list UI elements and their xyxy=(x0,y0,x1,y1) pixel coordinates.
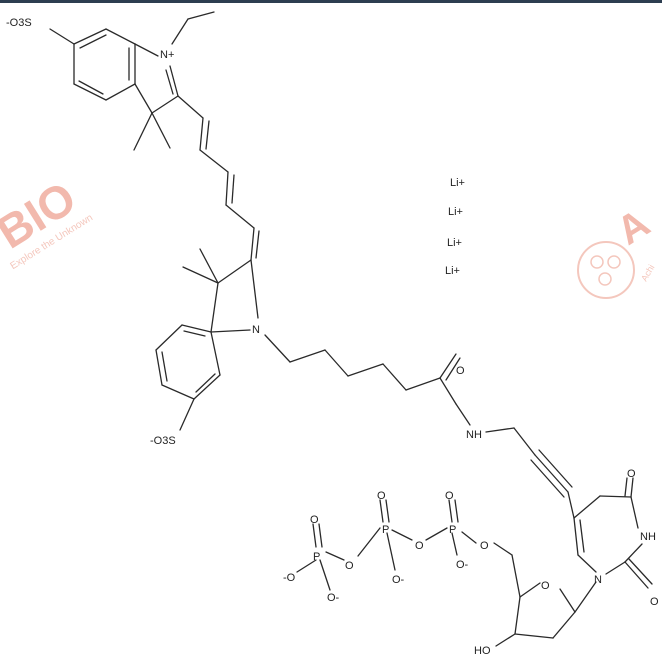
p1-o-left-label: -O xyxy=(283,572,296,584)
base-o-top-label: O xyxy=(627,468,636,480)
p1-o-bottom-label: O- xyxy=(327,592,340,604)
ester-o-label: O xyxy=(480,540,489,552)
sulfonate-lower-label: -O3S xyxy=(150,435,176,447)
p3-label: P xyxy=(449,524,456,536)
amide-nh-label: NH xyxy=(466,429,482,441)
uracil-base xyxy=(567,477,653,589)
n-lower-label: N xyxy=(252,324,260,336)
counter-ion-4: Li+ xyxy=(445,265,460,277)
watermark-logo-dot-icon xyxy=(590,255,604,269)
upper-indolium-bonds xyxy=(49,11,215,151)
top-border xyxy=(0,0,662,3)
triphosphate xyxy=(296,499,477,591)
bridge-o2-label: O xyxy=(415,540,424,552)
base-nh-label: NH xyxy=(640,531,656,543)
watermark-logo-dot-icon xyxy=(607,255,621,269)
carbonyl-o-label: O xyxy=(456,365,465,377)
atom-labels: -O3S N+ N -O3S O NH O NH O N O HO P P P … xyxy=(6,17,659,657)
p2-o-bottom-label: O- xyxy=(392,574,405,586)
base-o-right-label: O xyxy=(650,596,659,608)
watermark-right: A Achi xyxy=(577,201,657,299)
n-plus-label: N+ xyxy=(160,49,174,61)
counter-ion-3: Li+ xyxy=(447,237,462,249)
ho-label: HO xyxy=(474,645,491,656)
ring-o-label: O xyxy=(541,580,550,592)
watermark-logo-dot-icon xyxy=(598,272,612,286)
base-n-label: N xyxy=(594,574,602,586)
propargyl-alkyne xyxy=(485,427,573,498)
deoxyribose-ring xyxy=(493,542,597,647)
watermark-right-text: A xyxy=(609,201,657,254)
watermark-right-tagline: Achi xyxy=(639,263,656,283)
lower-indoline-bonds xyxy=(155,248,259,431)
counter-ion-2: Li+ xyxy=(448,206,463,218)
p3-o-bottom-label: O- xyxy=(456,559,469,571)
p2-o-top-label: O xyxy=(377,490,386,502)
watermark-left: BIO Explore the Unknown xyxy=(0,171,95,272)
hexanoyl-linker xyxy=(264,334,471,426)
p2-label: P xyxy=(382,524,389,536)
polymethine-chain xyxy=(177,95,260,261)
counter-ion-1: Li+ xyxy=(450,177,465,189)
counter-ions: Li+ Li+ Li+ Li+ xyxy=(445,177,465,277)
watermark-logo-icon xyxy=(577,241,635,299)
p1-label: P xyxy=(313,551,320,563)
bridge-o1-label: O xyxy=(345,560,354,572)
p1-o-top-label: O xyxy=(310,514,319,526)
p3-o-top-label: O xyxy=(445,490,454,502)
sulfonate-top-label: -O3S xyxy=(6,17,32,29)
